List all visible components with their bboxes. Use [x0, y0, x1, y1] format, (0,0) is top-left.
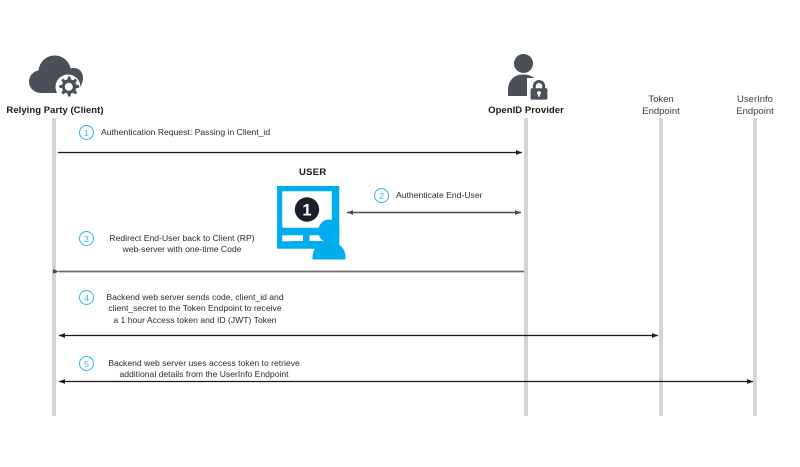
token-endpoint-line2: Endpoint: [642, 106, 680, 117]
step-number-5: 5: [79, 356, 94, 371]
step-5-line-1: Backend web server uses access token to …: [108, 358, 300, 368]
person-lock-icon: [503, 52, 551, 100]
step-4-line-2: client_secret to the Token Endpoint to r…: [108, 303, 282, 314]
actor-label-openid-provider: OpenID Provider: [488, 105, 564, 116]
user-label: USER: [299, 167, 327, 178]
monitor-person-small-icon: [274, 212, 347, 260]
step-text-4: Backend web server sends code, client_id…: [99, 292, 291, 326]
actor-label-token-endpoint: Token Endpoint: [611, 94, 711, 118]
step-4-line-3: a 1 hour Access token and ID (JWT) Token: [113, 314, 277, 325]
lifeline-relying-party: [52, 118, 56, 416]
step-3-line-1: Redirect End-User back to Client (RP): [109, 233, 255, 243]
step-2-line-1: Authenticate End-User: [396, 190, 483, 200]
step-3-line-2: web-server with one-time Code: [122, 244, 242, 255]
monitor-badge-number: 1: [302, 201, 311, 219]
cloud-gear-icon: [27, 50, 83, 100]
userinfo-endpoint-line1: UserInfo: [737, 94, 773, 105]
lifeline-userinfo-endpoint: [753, 118, 757, 416]
actor-label-relying-party: Relying Party (Client): [6, 105, 104, 116]
userinfo-endpoint-line2: Endpoint: [736, 106, 774, 117]
lifeline-token-endpoint: [659, 118, 663, 416]
step-number-4: 4: [79, 290, 94, 305]
step-number-3: 3: [79, 231, 94, 246]
step-text-1: Authentication Request: Passing in Clien…: [101, 127, 270, 138]
step-1-line-1: Authentication Request: Passing in Clien…: [101, 127, 271, 137]
lifeline-openid-provider: [524, 118, 528, 416]
step-number-2: 2: [374, 188, 389, 203]
step-5-line-2: additional details from the UserInfo End…: [119, 369, 289, 380]
actor-label-userinfo-endpoint: UserInfo Endpoint: [705, 94, 800, 118]
token-endpoint-line1: Token: [648, 94, 674, 105]
step-text-5: Backend web server uses access token to …: [99, 358, 309, 381]
step-text-2: Authenticate End-User: [396, 190, 482, 201]
step-number-1: 1: [79, 125, 94, 140]
step-text-3: Redirect End-User back to Client (RP) we…: [99, 233, 265, 256]
step-4-line-1: Backend web server sends code, client_id…: [106, 292, 284, 302]
